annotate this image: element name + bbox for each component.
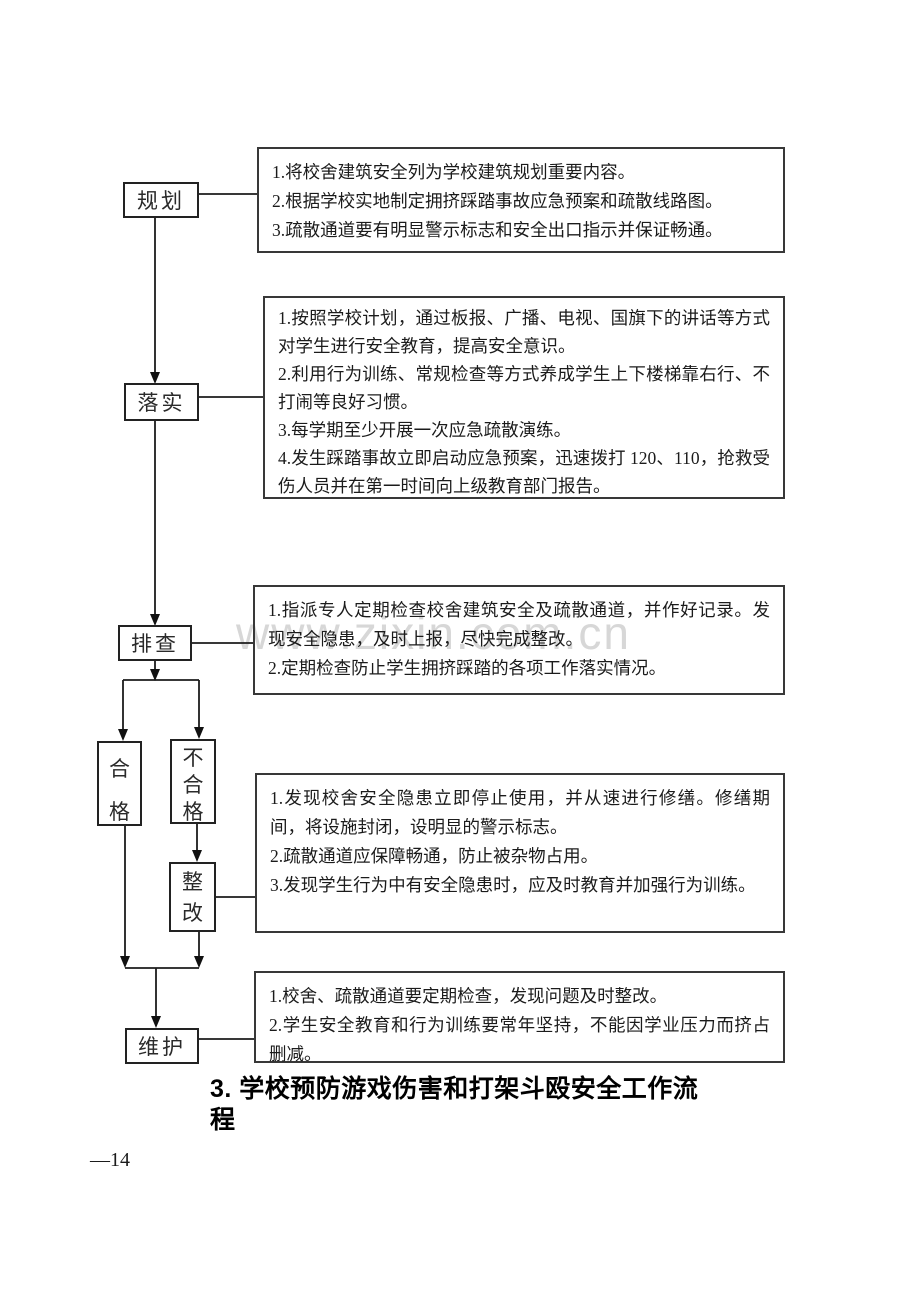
textbox-item: 1.按照学校计划，通过板报、广播、电视、国旗下的讲话等方式对学生进行安全教育，提… [278,308,770,356]
flow-node-maintain: 维护 [125,1028,199,1064]
flow-node-implement-label: 落实 [137,391,186,415]
section-title: 3. 学校预防游戏伤害和打架斗殴安全工作流程 [210,1075,699,1134]
flow-node-rectify: 整改 [169,862,216,932]
flow-textbox-inspection: 1.指派专人定期检查校舍建筑安全及疏散通道，并作好记录。发现安全隐患，及时上报，… [253,585,785,695]
textbox-item: 1.将校舍建筑安全列为学校建筑规划重要内容。 [272,162,636,182]
flow-node-rectify-label: 整改 [182,870,203,925]
textbox-item: 1.指派专人定期检查校舍建筑安全及疏散通道，并作好记录。发现安全隐患，及时上报，… [268,600,770,649]
arrowhead-to-rectify [192,850,202,862]
flow-node-unqualified-label: 不合格 [182,746,204,824]
textbox-item: 3.发现学生行为中有安全隐患时，应及时教育并加强行为训练。 [270,875,756,895]
textbox-item: 3.疏散通道要有明显警示标志和安全出口指示并保证畅通。 [272,220,723,240]
arrowhead-to-split [150,669,160,681]
flow-node-qualified-label: 合格 [109,757,130,824]
textbox-item: 1.校舍、疏散通道要定期检查，发现问题及时整改。 [269,986,668,1006]
flow-node-maintain-label: 维护 [138,1035,186,1059]
flow-node-plan-label: 规划 [137,189,185,213]
flow-node-inspect: 排查 [118,625,192,661]
flow-textbox-rectification: 1.发现校舍安全隐患立即停止使用，并从速进行修缮。修缮期间，将设施封闭，设明显的… [255,773,785,933]
arrowhead-to-maintain [151,1016,161,1028]
flow-node-inspect-label: 排查 [131,632,179,656]
arrowhead-to-implement [150,372,160,384]
watermark-text: www.zixin.com.cn [236,607,631,659]
textbox-item: 2.学生安全教育和行为训练要常年坚持，不能因学业压力而挤占删减。 [269,1015,770,1064]
flow-node-implement: 落实 [124,383,199,421]
textbox-item: 1.发现校舍安全隐患立即停止使用，并从速进行修缮。修缮期间，将设施封闭，设明显的… [270,788,770,837]
textbox-item: 2.利用行为训练、常规检查等方式养成学生上下楼梯靠右行、不打闹等良好习惯。 [278,364,770,412]
flow-node-unqualified: 不合格 [170,739,216,824]
textbox-item: 4.发生踩踏事故立即启动应急预案，迅速拨打 120、110，抢救受伤人员并在第一… [278,448,770,496]
textbox-item: 2.根据学校实地制定拥挤踩踏事故应急预案和疏散线路图。 [272,191,723,211]
flow-node-qualified: 合格 [97,741,142,826]
textbox-item: 3.每学期至少开展一次应急疏散演练。 [278,420,572,440]
arrowhead-to-unqualified [194,727,204,739]
flow-textbox-planning: 1.将校舍建筑安全列为学校建筑规划重要内容。 2.根据学校实地制定拥挤踩踏事故应… [257,147,785,253]
flow-textbox-maintenance: 1.校舍、疏散通道要定期检查，发现问题及时整改。 2.学生安全教育和行为训练要常… [254,971,785,1064]
arrowhead-to-inspect [150,614,160,626]
textbox-item: 2.定期检查防止学生拥挤踩踏的各项工作落实情况。 [268,658,667,678]
flow-textbox-implementation: 1.按照学校计划，通过板报、广播、电视、国旗下的讲话等方式对学生进行安全教育，提… [263,296,785,499]
arrowhead-rectify-merge [194,956,204,968]
arrowhead-qualified-merge [120,956,130,968]
arrowhead-to-qualified [118,729,128,741]
flow-node-plan: 规划 [123,182,199,218]
page-number: —14 [90,1149,130,1171]
textbox-item: 2.疏散通道应保障畅通，防止被杂物占用。 [270,846,599,866]
